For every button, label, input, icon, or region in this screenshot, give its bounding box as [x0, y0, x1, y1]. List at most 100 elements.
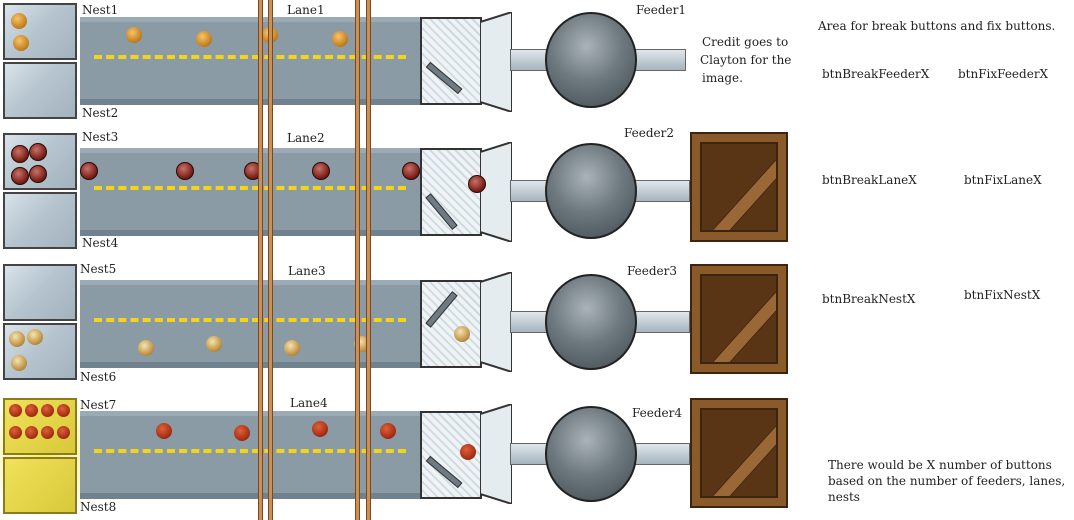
- part: [234, 425, 250, 441]
- nest-8-label: Nest8: [80, 500, 117, 514]
- nest-1-label: Nest1: [82, 3, 119, 17]
- nest-6[interactable]: [3, 323, 77, 380]
- nest-5[interactable]: [3, 264, 77, 321]
- feeder-4-pipe-right: [632, 443, 690, 465]
- part: [11, 145, 29, 163]
- nest-3-label: Nest3: [82, 130, 119, 144]
- credit-line-3: image.: [702, 71, 743, 85]
- part: [156, 423, 172, 439]
- part: [29, 165, 47, 183]
- feeder-3-label: Feeder3: [627, 264, 678, 278]
- lane-2-label: Lane2: [287, 131, 325, 145]
- break-lane-button[interactable]: btnBreakLaneX: [822, 173, 917, 187]
- part: [402, 162, 420, 180]
- credit-line-2: Clayton for the: [700, 53, 792, 67]
- feeder-3-hopper: [479, 270, 513, 374]
- feeder-4-label: Feeder4: [632, 406, 683, 420]
- panel-note-line-2: based on the number of feeders, lanes,: [828, 474, 1066, 488]
- part: [332, 31, 348, 47]
- feeder-1-pipe-left: [510, 49, 550, 71]
- nest-5-label: Nest5: [80, 262, 117, 276]
- part: [9, 426, 22, 439]
- lane-1-label: Lane1: [287, 3, 325, 17]
- gantry-rail: [258, 0, 263, 520]
- nest-8[interactable]: [3, 457, 77, 514]
- diverter-2[interactable]: [420, 148, 482, 236]
- lane-3-label: Lane3: [288, 264, 326, 278]
- nest-3[interactable]: [3, 133, 77, 190]
- credit-line-1: Credit goes to: [702, 35, 789, 49]
- feeder-4-orb[interactable]: [545, 406, 637, 502]
- parts-crate-2[interactable]: [690, 132, 788, 242]
- break-nest-button[interactable]: btnBreakNestX: [822, 292, 916, 306]
- part: [454, 326, 470, 342]
- part: [312, 162, 330, 180]
- feeder-2-hopper: [479, 140, 513, 244]
- lane-2[interactable]: [80, 148, 420, 236]
- lane-4-label: Lane4: [290, 396, 328, 410]
- nest-7[interactable]: [3, 398, 77, 455]
- nest-4-label: Nest4: [82, 236, 119, 250]
- diverter-arm: [425, 291, 458, 328]
- part: [176, 162, 194, 180]
- nest-4[interactable]: [3, 192, 77, 249]
- part: [460, 444, 476, 460]
- nest-1[interactable]: [3, 3, 77, 60]
- part: [312, 421, 328, 437]
- nest-2[interactable]: [3, 62, 77, 119]
- part: [29, 143, 47, 161]
- part: [27, 329, 43, 345]
- feeder-4-hopper: [479, 402, 513, 506]
- feeder-3-pipe-left: [510, 311, 550, 333]
- break-feeder-button[interactable]: btnBreakFeederX: [822, 67, 930, 81]
- feeder-1-hopper: [479, 10, 513, 114]
- part: [126, 27, 142, 43]
- part: [380, 423, 396, 439]
- part: [80, 162, 98, 180]
- diverter-3[interactable]: [420, 280, 482, 368]
- diverter-1[interactable]: [420, 17, 482, 105]
- part: [468, 175, 486, 193]
- gantry-rail: [268, 0, 273, 520]
- panel-title: Area for break buttons and fix buttons.: [818, 19, 1056, 33]
- fix-nest-button[interactable]: btnFixNestX: [964, 288, 1041, 302]
- lane-dash: [94, 449, 406, 453]
- feeder-3-orb[interactable]: [545, 274, 637, 370]
- feeder-3-pipe-right: [632, 311, 690, 333]
- nest-7-label: Nest7: [80, 398, 117, 412]
- gantry-rail: [355, 0, 360, 520]
- feeder-1-label: Feeder1: [636, 3, 687, 17]
- part: [41, 404, 54, 417]
- part: [57, 404, 70, 417]
- diverter-arm: [425, 455, 463, 489]
- part: [284, 340, 300, 356]
- feeder-2-orb[interactable]: [545, 143, 637, 239]
- part: [138, 340, 154, 356]
- fix-lane-button[interactable]: btnFixLaneX: [964, 173, 1042, 187]
- lane-4[interactable]: [80, 411, 420, 499]
- diverter-arm: [425, 61, 463, 95]
- part: [25, 426, 38, 439]
- feeder-1-orb[interactable]: [545, 12, 637, 108]
- part: [9, 404, 22, 417]
- fix-feeder-button[interactable]: btnFixFeederX: [958, 67, 1049, 81]
- lane-3[interactable]: [80, 280, 420, 368]
- lane-dash: [94, 186, 406, 190]
- parts-crate-3[interactable]: [690, 264, 788, 374]
- lane-1[interactable]: [80, 17, 420, 105]
- lane-dash: [94, 55, 406, 59]
- part: [25, 404, 38, 417]
- part: [41, 426, 54, 439]
- nest-6-label: Nest6: [80, 370, 117, 384]
- part: [57, 426, 70, 439]
- part: [11, 355, 27, 371]
- lane-dash: [94, 318, 406, 322]
- parts-crate-4[interactable]: [690, 398, 788, 508]
- panel-note-line-1: There would be X number of buttons: [828, 458, 1052, 472]
- part: [196, 31, 212, 47]
- part: [11, 13, 27, 29]
- part: [13, 35, 29, 51]
- part: [9, 331, 25, 347]
- part: [206, 336, 222, 352]
- part: [11, 167, 29, 185]
